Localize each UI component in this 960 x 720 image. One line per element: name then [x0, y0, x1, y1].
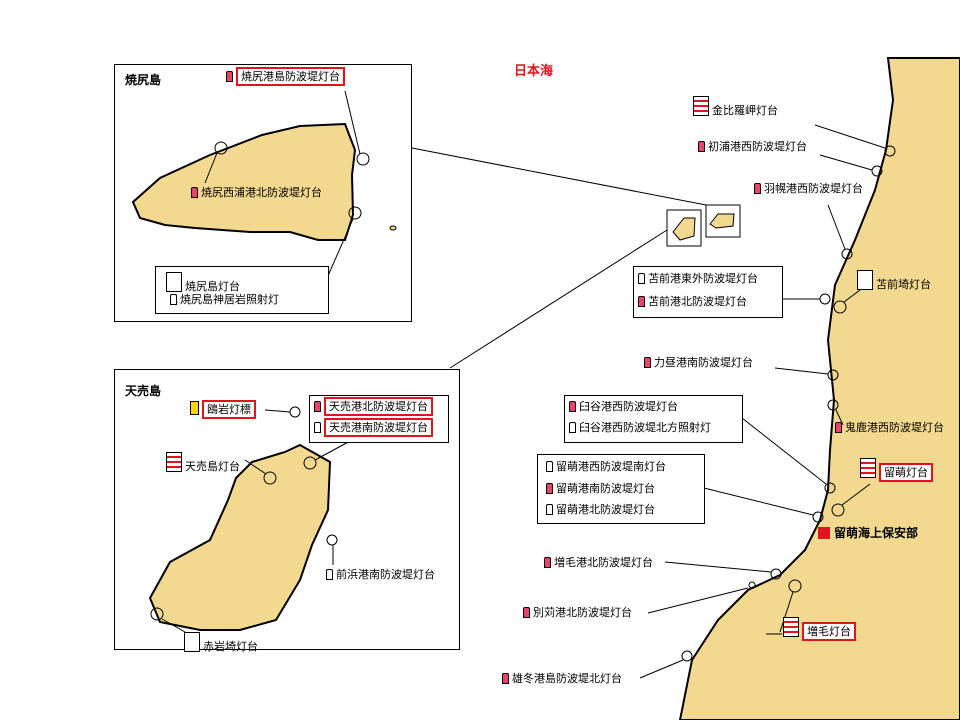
- lighthouse-icon: [569, 401, 576, 412]
- label-kamomeiwa[interactable]: 鴎岩灯標: [190, 400, 256, 419]
- lighthouse-icon: [314, 401, 321, 412]
- label-maehama[interactable]: 前浜港南防波堤灯台: [326, 568, 435, 582]
- label-betsukari[interactable]: 別苅港北防波堤灯台: [523, 606, 632, 620]
- label-rumoi-south[interactable]: 留萌港南防波堤灯台: [546, 482, 655, 496]
- searchlight-icon: [170, 294, 177, 305]
- label-hatsuura[interactable]: 初浦港西防波堤灯台: [698, 140, 807, 154]
- label-rumoi-west[interactable]: 留萌港西防波堤南灯台: [546, 460, 666, 474]
- tomamae-box: 苫前港東外防波堤灯台 苫前港北防波堤灯台: [633, 266, 783, 318]
- label-tomamae-misaki[interactable]: 苫前埼灯台: [857, 270, 931, 292]
- teuri-title: 天売島: [125, 384, 162, 398]
- label-mashike-lighthouse[interactable]: 増毛灯台: [783, 617, 856, 641]
- lighthouse-icon: [523, 607, 530, 618]
- lighthouse-icon: [638, 273, 645, 284]
- label-rikibiru[interactable]: 力昼港南防波堤灯台: [644, 356, 753, 370]
- label-haboro[interactable]: 羽幌港西防波堤灯台: [754, 182, 863, 196]
- lighthouse-icon: [544, 557, 551, 568]
- beacon-icon: [190, 401, 199, 415]
- lighthouse-icon: [546, 504, 553, 515]
- office-marker-icon: [818, 527, 830, 539]
- lighthouse-icon: [644, 357, 651, 368]
- label-teuri-lighthouse[interactable]: 天売島灯台: [166, 452, 240, 474]
- label-rumoi-north[interactable]: 留萌港北防波堤灯台: [546, 503, 655, 517]
- mainland: [678, 57, 960, 720]
- lighthouse-icon: [860, 458, 876, 478]
- label-nishiura[interactable]: 焼尻西浦港北防波堤灯台: [191, 186, 322, 200]
- lighthouse-icon: [546, 483, 553, 494]
- label-konpira[interactable]: 金比羅岬灯台: [693, 96, 778, 118]
- label-yagishiri-port[interactable]: 焼尻港島防波堤灯台: [226, 67, 345, 86]
- label-yagishiri-lighthouse[interactable]: 焼尻島灯台: [166, 272, 240, 294]
- label-tomamae-east[interactable]: 苫前港東外防波堤灯台: [638, 272, 758, 286]
- teuri-island: [148, 443, 332, 631]
- yagishiri-inset: [114, 64, 412, 322]
- lighthouse-icon: [314, 422, 321, 433]
- sea-label: 日本海: [514, 64, 554, 79]
- coast-guard-office[interactable]: 留萌海上保安部: [818, 524, 918, 541]
- lighthouse-icon: [754, 183, 761, 194]
- label-tomamae-north[interactable]: 苫前港北防波堤灯台: [638, 295, 747, 309]
- teuri-box: 天売港北防波堤灯台 天売港南防波堤灯台: [309, 395, 449, 443]
- lighthouse-icon: [546, 461, 553, 472]
- label-usuya-west[interactable]: 臼谷港西防波堤灯台: [569, 400, 678, 414]
- label-teuri-south[interactable]: 天売港南防波堤灯台: [314, 418, 433, 437]
- lighthouse-icon: [835, 422, 842, 433]
- label-onishika[interactable]: 鬼鹿港西防波堤灯台: [835, 421, 944, 435]
- lighthouse-icon: [191, 187, 198, 198]
- label-usuya-light[interactable]: 臼谷港西防波堤北方照射灯: [569, 421, 711, 435]
- lighthouse-icon: [638, 296, 645, 307]
- yagishiri-island: [131, 122, 357, 241]
- label-mashike-north[interactable]: 増毛港北防波堤灯台: [544, 556, 653, 570]
- lighthouse-icon: [166, 272, 182, 292]
- lighthouse-icon: [184, 632, 200, 652]
- lighthouse-icon: [698, 141, 705, 152]
- label-teuri-north[interactable]: 天売港北防波堤灯台: [314, 397, 433, 416]
- lighthouse-icon: [857, 270, 873, 290]
- lighthouse-icon: [502, 673, 509, 684]
- label-rumoi-lighthouse[interactable]: 留萌灯台: [860, 458, 933, 482]
- usuya-box: 臼谷港西防波堤灯台 臼谷港西防波堤北方照射灯: [564, 395, 743, 443]
- lighthouse-icon: [693, 96, 709, 116]
- yagishiri-title: 焼尻島: [125, 73, 162, 87]
- lighthouse-icon: [226, 71, 233, 82]
- label-akaiwa[interactable]: 赤岩埼灯台: [184, 632, 258, 654]
- lighthouse-icon: [783, 617, 799, 637]
- teuri-inset: [114, 369, 460, 650]
- label-ofuyu[interactable]: 雄冬港島防波堤北灯台: [502, 672, 622, 686]
- searchlight-icon: [569, 422, 576, 433]
- rumoi-box: 留萌港西防波堤南灯台 留萌港南防波堤灯台 留萌港北防波堤灯台: [537, 454, 705, 524]
- lighthouse-icon: [166, 452, 182, 472]
- lighthouse-icon: [326, 569, 333, 580]
- yagishiri-box: 焼尻島灯台 焼尻島神居岩照射灯: [155, 266, 329, 314]
- label-kamui-light[interactable]: 焼尻島神居岩照射灯: [170, 293, 279, 307]
